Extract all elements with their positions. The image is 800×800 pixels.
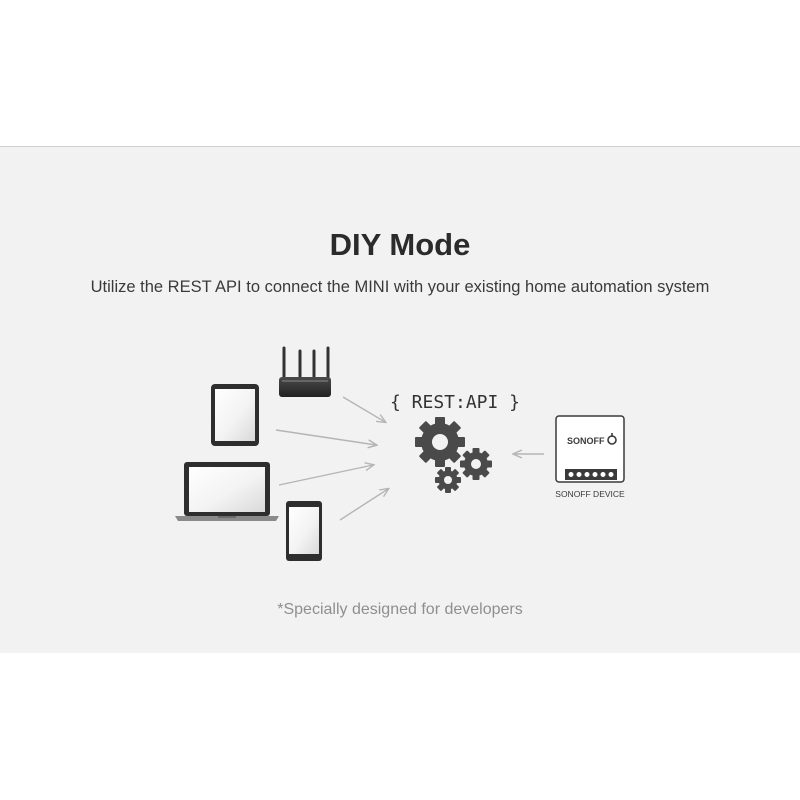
- sonoff-device-caption: SONOFF DEVICE: [555, 489, 625, 499]
- connection-arrows: [275, 396, 544, 521]
- laptop-icon: [175, 462, 279, 521]
- sonoff-brand-label: SONOFF: [567, 436, 605, 446]
- router-icon: [279, 346, 331, 397]
- page-subtitle: Utilize the REST API to connect the MINI…: [90, 278, 710, 296]
- diy-mode-panel: DIY Mode Utilize the REST API to connect…: [0, 146, 800, 653]
- gears-icon: [415, 417, 492, 493]
- developer-footnote: *Specially designed for developers: [277, 601, 523, 618]
- sonoff-device-icon: SONOFF: [555, 415, 625, 483]
- phone-icon: [286, 501, 322, 561]
- page-title: DIY Mode: [329, 227, 471, 262]
- tablet-icon: [211, 384, 259, 446]
- diy-diagram: { REST:API }: [175, 346, 625, 561]
- rest-api-label: { REST:API }: [390, 392, 520, 413]
